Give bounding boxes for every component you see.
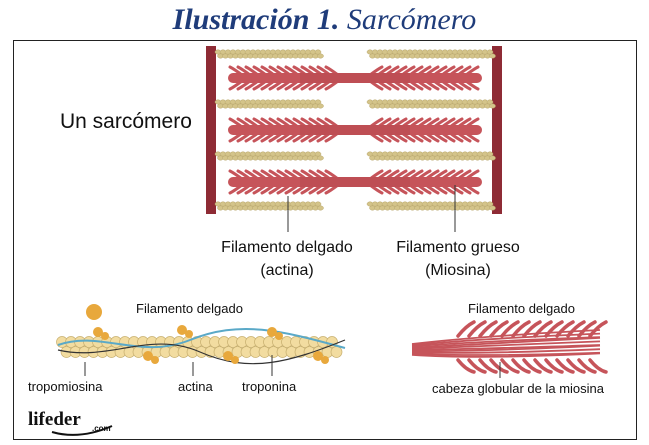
actin-filament-rows bbox=[214, 49, 496, 211]
label-thin-detail-title: Filamento delgado bbox=[136, 301, 243, 316]
myosin-row bbox=[228, 65, 482, 91]
figure-title-rest: Sarcómero bbox=[346, 3, 477, 36]
actin-row bbox=[214, 201, 496, 211]
thin-filament-detail bbox=[56, 325, 346, 365]
label-actina: actina bbox=[178, 379, 213, 394]
z-disc-left bbox=[206, 46, 216, 214]
myosin-row bbox=[228, 117, 482, 143]
label-troponina: troponina bbox=[242, 379, 297, 394]
label-thick-detail-title: Filamento delgado bbox=[468, 301, 575, 316]
myosin-row bbox=[228, 169, 482, 195]
label-myosin-head: cabeza globular de la miosina bbox=[432, 381, 604, 396]
label-sarcomere: Un sarcómero bbox=[60, 110, 192, 133]
thick-filament-detail bbox=[411, 320, 608, 374]
figure-title: Ilustración 1. Sarcómero bbox=[0, 2, 649, 38]
actin-row bbox=[214, 99, 496, 109]
figure-frame bbox=[13, 40, 637, 440]
label-tropomiosina: tropomiosina bbox=[28, 379, 103, 394]
label-thin-filament: Filamento delgado (actina) bbox=[202, 236, 372, 282]
z-disc-right bbox=[492, 46, 502, 214]
troponin-free-molecule bbox=[86, 304, 102, 320]
figure-title-strong: Ilustración 1. bbox=[172, 3, 340, 36]
myosin-filament-rows bbox=[228, 65, 482, 195]
label-thin-filament-line2: (actina) bbox=[260, 262, 314, 279]
actin-row bbox=[214, 151, 496, 161]
label-thick-filament-line2: (Miosina) bbox=[425, 262, 491, 279]
label-thin-filament-line1: Filamento delgado bbox=[221, 239, 353, 256]
lifeder-logo-suffix: .com bbox=[92, 424, 111, 433]
actin-row bbox=[214, 49, 496, 59]
label-thick-filament: Filamento grueso (Miosina) bbox=[378, 236, 538, 282]
label-thick-filament-line1: Filamento grueso bbox=[396, 239, 520, 256]
lifeder-logo: lifeder bbox=[28, 409, 81, 430]
logo-swoosh bbox=[51, 425, 113, 436]
